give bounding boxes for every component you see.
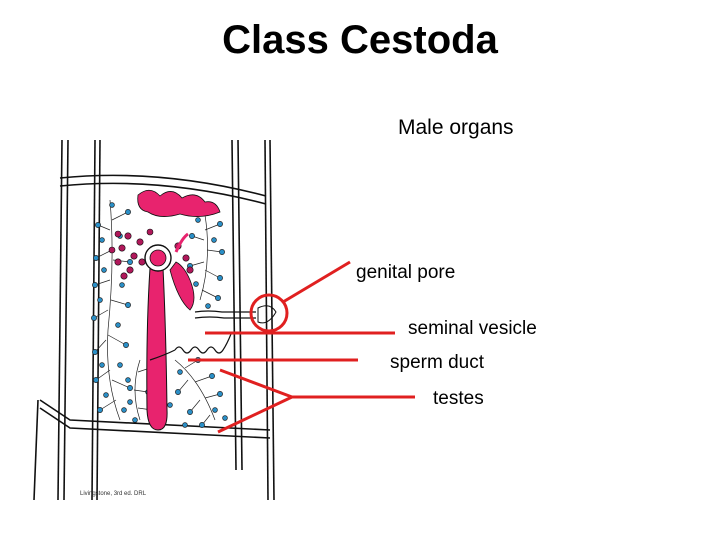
proglottid-outline xyxy=(33,139,275,501)
testes-cluster-lower-right xyxy=(167,357,228,428)
label-pointers xyxy=(188,260,415,434)
uterus xyxy=(146,267,168,431)
label-testes: testes xyxy=(433,388,484,409)
vitelline-gland xyxy=(137,189,221,217)
pointer-testes-lower xyxy=(217,395,293,434)
testes-cluster-right xyxy=(187,209,225,309)
image-credit: Livingstone, 3rd ed. DRL xyxy=(80,491,147,497)
genital-pore xyxy=(257,305,277,324)
seminal-receptacle xyxy=(169,261,195,311)
reproductive-organs xyxy=(108,189,221,431)
label-seminal-vesicle: seminal vesicle xyxy=(408,318,537,339)
pointer-genital-pore xyxy=(282,260,351,304)
slide-title: Class Cestoda xyxy=(222,18,498,62)
ovary xyxy=(108,228,194,280)
label-genital-pore: genital pore xyxy=(356,262,456,283)
slide-subtitle: Male organs xyxy=(398,116,514,139)
pointer-testes-upper xyxy=(219,368,293,399)
sperm-duct xyxy=(149,310,256,361)
label-sperm-duct: sperm duct xyxy=(390,352,484,373)
genital-pore-highlight xyxy=(249,293,289,333)
